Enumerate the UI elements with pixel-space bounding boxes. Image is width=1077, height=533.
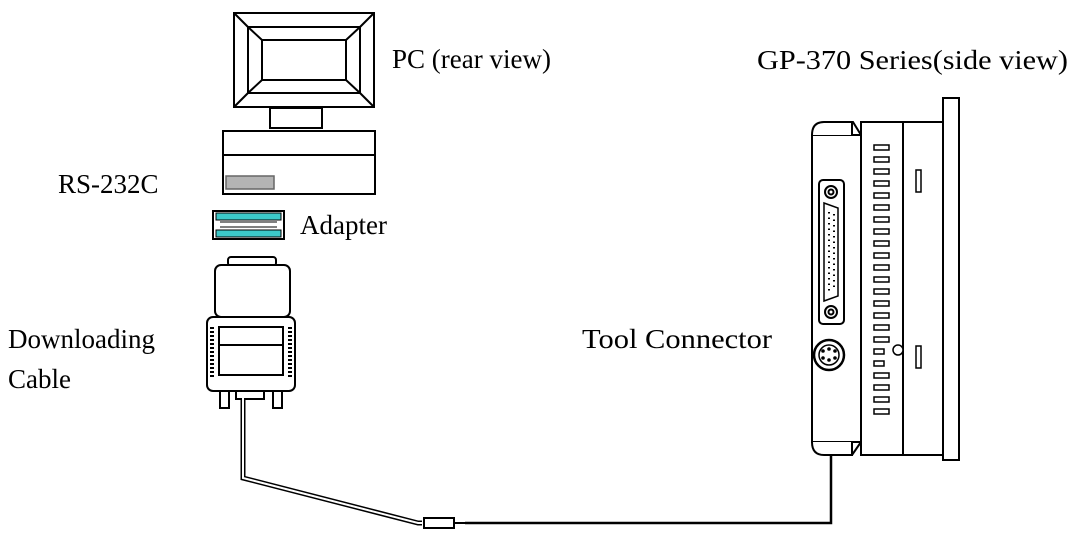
vent-slots (873, 144, 890, 415)
adapter (212, 210, 285, 240)
cable (240, 378, 833, 529)
adapter-label: Adapter (300, 210, 387, 240)
side-slot-upper (915, 169, 922, 193)
pc-illustration (222, 12, 376, 195)
pc-label: PC (rear view) (392, 44, 551, 74)
indicator-dot (892, 344, 904, 356)
downloading-cable-connector (206, 256, 296, 409)
gp370-label: GP-370 Series(side view) (757, 45, 1068, 75)
gp370-illustration (811, 97, 960, 461)
side-slot-lower (915, 345, 922, 369)
pc-monitor-stand (269, 107, 323, 129)
cable-label: Cable (8, 364, 71, 394)
db25-connector (818, 179, 845, 325)
downloading-label: Downloading (8, 324, 155, 354)
pc-monitor (233, 12, 375, 108)
tool-connector-label: Tool Connector (582, 324, 772, 354)
tool-connector-port (812, 338, 846, 372)
rs232c-label: RS-232C (58, 169, 159, 199)
pc-case (222, 130, 376, 195)
rs232c-port (225, 175, 275, 190)
